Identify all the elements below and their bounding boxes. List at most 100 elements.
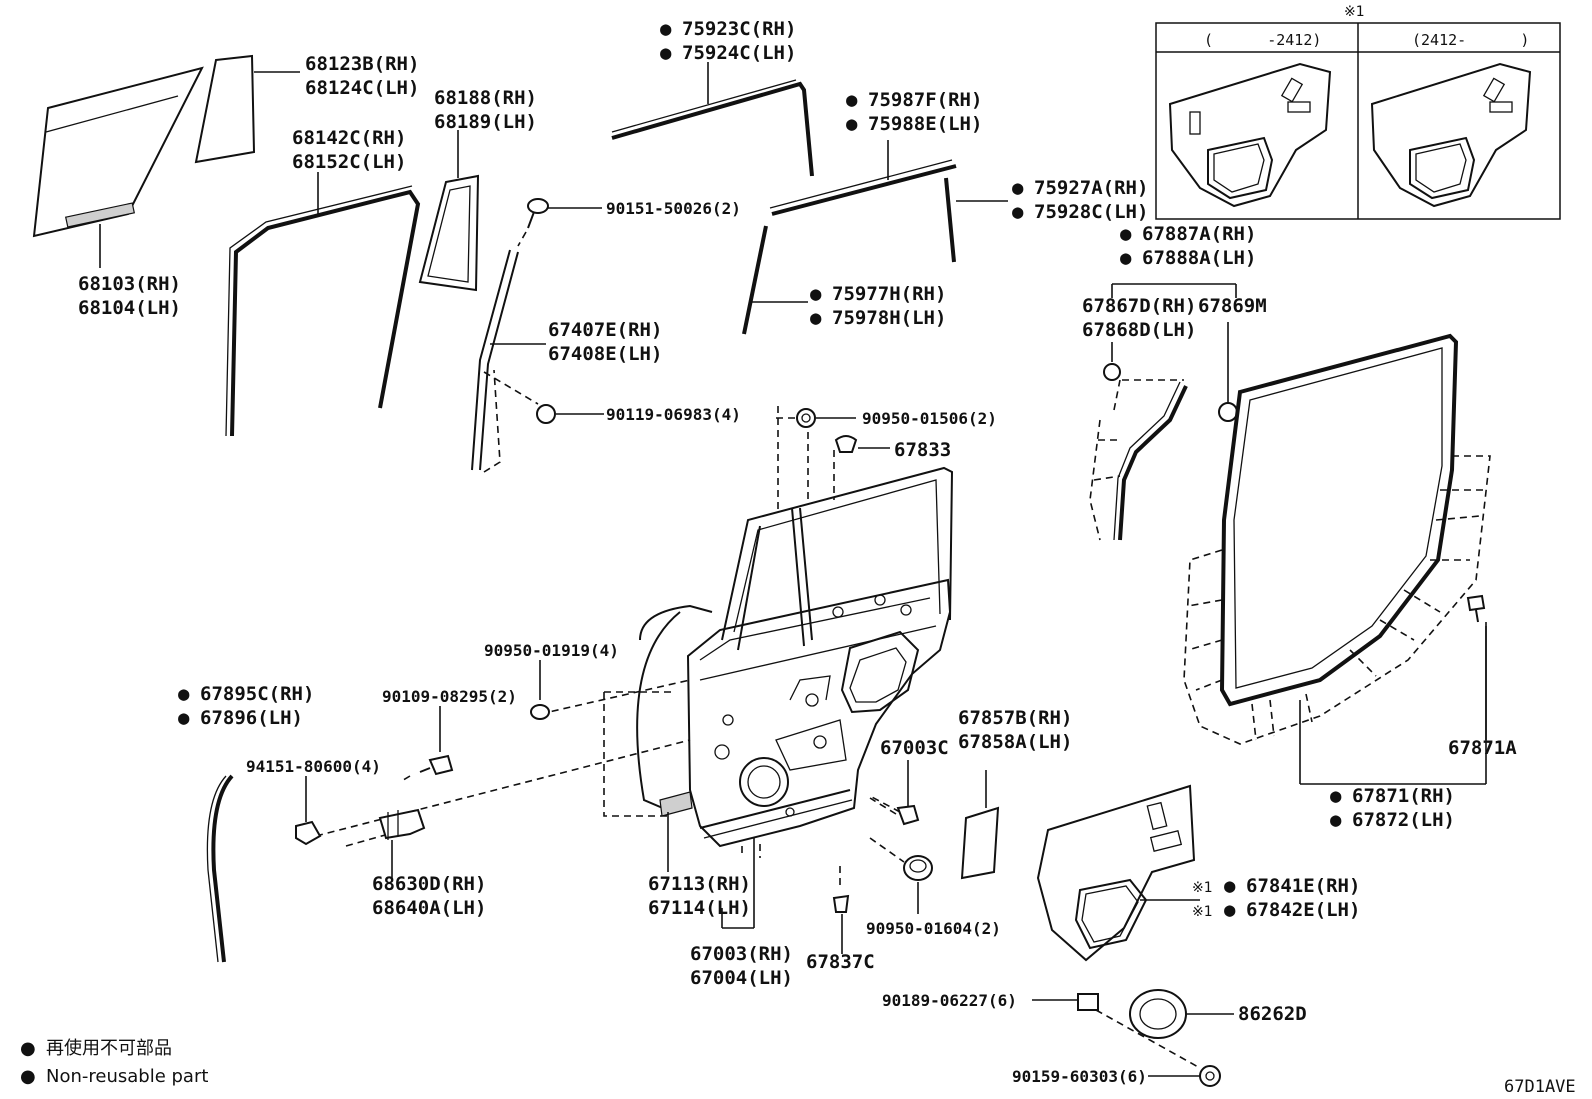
- label-90189[interactable]: 90189-06227(6): [882, 991, 1017, 1010]
- speaker-86262d-drawing: [1129, 989, 1234, 1039]
- inset-box: [1155, 22, 1561, 220]
- part-labels: 68123B(RH) 68124C(LH) 68188(RH) 68189(LH…: [78, 18, 1517, 1086]
- inset-col-left: ( -2412): [1204, 31, 1321, 49]
- label-67842e[interactable]: 67842E(LH): [1246, 899, 1360, 921]
- bullet-67895c: ●: [178, 683, 190, 705]
- bullet-75928c: ●: [1012, 201, 1024, 223]
- label-67833[interactable]: 67833: [894, 439, 951, 461]
- bullet-75923c: ●: [660, 18, 672, 40]
- label-67895c[interactable]: 67895C(RH): [200, 683, 314, 705]
- label-67871a[interactable]: 67871A: [1448, 737, 1517, 759]
- legend-text-en: Non-reusable part: [46, 1066, 208, 1087]
- label-68104[interactable]: 68104(LH): [78, 297, 181, 319]
- door-sub-weatherstrip-drawing: [1089, 283, 1238, 541]
- front-pillar-moulding-drawing: [742, 225, 808, 335]
- label-67888a[interactable]: 67888A(LH): [1142, 247, 1256, 269]
- bullet-75924c: ●: [660, 42, 672, 64]
- label-90119[interactable]: 90119-06983(4): [606, 405, 741, 424]
- assembly-dash-lines: [315, 406, 905, 890]
- legend: ● 再使用不可部品 ● Non-reusable part: [20, 1038, 208, 1087]
- label-67896[interactable]: 67896(LH): [200, 707, 303, 729]
- label-90151[interactable]: 90151-50026(2): [606, 199, 741, 218]
- label-67867d[interactable]: 67867D(RH): [1082, 295, 1196, 317]
- bullet-75988e: ●: [846, 113, 858, 135]
- clip-67833-drawing: [834, 435, 890, 453]
- label-68123b[interactable]: 68123B(RH): [305, 53, 419, 75]
- label-90950-01919[interactable]: 90950-01919(4): [484, 641, 619, 660]
- note-ref-67841e: ※1: [1192, 880, 1213, 896]
- label-67857b[interactable]: 67857B(RH): [958, 707, 1072, 729]
- label-94151[interactable]: 94151-80600(4): [246, 757, 381, 776]
- bullet-67871: ●: [1330, 785, 1342, 807]
- label-75927a[interactable]: 75927A(RH): [1034, 177, 1148, 199]
- bolt-90119-drawing: [483, 371, 604, 424]
- label-67887a[interactable]: 67887A(RH): [1142, 223, 1256, 245]
- label-67003c[interactable]: 67003C: [880, 737, 949, 759]
- bullet-75987f: ●: [846, 89, 858, 111]
- label-68124c[interactable]: 68124C(LH): [305, 77, 419, 99]
- label-68103[interactable]: 68103(RH): [78, 273, 181, 295]
- label-67003[interactable]: 67003(RH): [690, 943, 793, 965]
- clip-67837c-drawing: [832, 894, 850, 954]
- door-panel-drawing: [636, 466, 954, 929]
- bullet-67887a: ●: [1120, 223, 1132, 245]
- label-75977h[interactable]: 75977H(RH): [832, 283, 946, 305]
- bullet-67872: ●: [1330, 809, 1342, 831]
- service-hole-cover-drawing: [1036, 784, 1200, 962]
- note-ref-67842e: ※1: [1192, 904, 1213, 920]
- screw-90151-drawing: [517, 198, 602, 247]
- legend-bullet-en: ●: [20, 1066, 36, 1087]
- label-86262d[interactable]: 86262D: [1238, 1003, 1307, 1025]
- label-68152c[interactable]: 68152C(LH): [292, 151, 406, 173]
- nut-94151-drawing: [295, 776, 322, 846]
- service-hole-cover-small-drawing: [960, 770, 1000, 880]
- door-hinge-drawing: [378, 808, 426, 880]
- label-75928c[interactable]: 75928C(LH): [1034, 201, 1148, 223]
- legend-bullet-jp: ●: [20, 1038, 36, 1059]
- label-67869m[interactable]: 67869M: [1198, 295, 1267, 317]
- label-68630d[interactable]: 68630D(RH): [372, 873, 486, 895]
- bolt-67003c-drawing: [869, 760, 920, 826]
- plug-90950-01919-drawing: [530, 660, 550, 720]
- label-90159[interactable]: 90159-60303(6): [1012, 1067, 1147, 1086]
- label-68189[interactable]: 68189(LH): [434, 111, 537, 133]
- label-90950-01506[interactable]: 90950-01506(2): [862, 409, 997, 428]
- label-67872[interactable]: 67872(LH): [1352, 809, 1455, 831]
- grommet-90950-01604-drawing: [903, 855, 933, 914]
- label-75924c[interactable]: 75924C(LH): [682, 42, 796, 64]
- label-68640a[interactable]: 68640A(LH): [372, 897, 486, 919]
- label-67407e[interactable]: 67407E(RH): [548, 319, 662, 341]
- label-75987f[interactable]: 75987F(RH): [868, 89, 982, 111]
- label-68188[interactable]: 68188(RH): [434, 87, 537, 109]
- inset-note: ※1: [1344, 4, 1365, 20]
- belt-moulding-drawing: [769, 140, 957, 216]
- quarter-frame-drawing: [418, 130, 480, 292]
- label-67004[interactable]: 67004(LH): [690, 967, 793, 989]
- label-67408e[interactable]: 67408E(LH): [548, 343, 662, 365]
- label-75978h[interactable]: 75978H(LH): [832, 307, 946, 329]
- label-75988e[interactable]: 75988E(LH): [868, 113, 982, 135]
- bullet-67888a: ●: [1120, 247, 1132, 269]
- door-weatherstrip-drawing: [1183, 333, 1491, 785]
- bullet-75977h: ●: [810, 283, 822, 305]
- label-90950-01604[interactable]: 90950-01604(2): [866, 919, 1001, 938]
- label-68142c[interactable]: 68142C(RH): [292, 127, 406, 149]
- label-67113[interactable]: 67113(RH): [648, 873, 751, 895]
- glass-run-drawing: [225, 172, 421, 437]
- label-67871[interactable]: 67871(RH): [1352, 785, 1455, 807]
- label-90109[interactable]: 90109-08295(2): [382, 687, 517, 706]
- door-edge-weatherstrip-drawing: [206, 774, 234, 963]
- label-67837c[interactable]: 67837C: [806, 951, 875, 973]
- quarter-glass-drawing: [194, 54, 300, 164]
- label-75923c[interactable]: 75923C(RH): [682, 18, 796, 40]
- clip-67871a-drawing: [1466, 594, 1487, 740]
- label-67858a[interactable]: 67858A(LH): [958, 731, 1072, 753]
- label-67868d[interactable]: 67868D(LH): [1082, 319, 1196, 341]
- clip-90189-drawing: [1032, 993, 1201, 1069]
- legend-text-jp: 再使用不可部品: [46, 1038, 172, 1059]
- label-67114[interactable]: 67114(LH): [648, 897, 751, 919]
- rear-pillar-moulding-drawing: [944, 177, 1008, 263]
- label-67841e[interactable]: 67841E(RH): [1246, 875, 1360, 897]
- door-glass-drawing: [32, 66, 204, 268]
